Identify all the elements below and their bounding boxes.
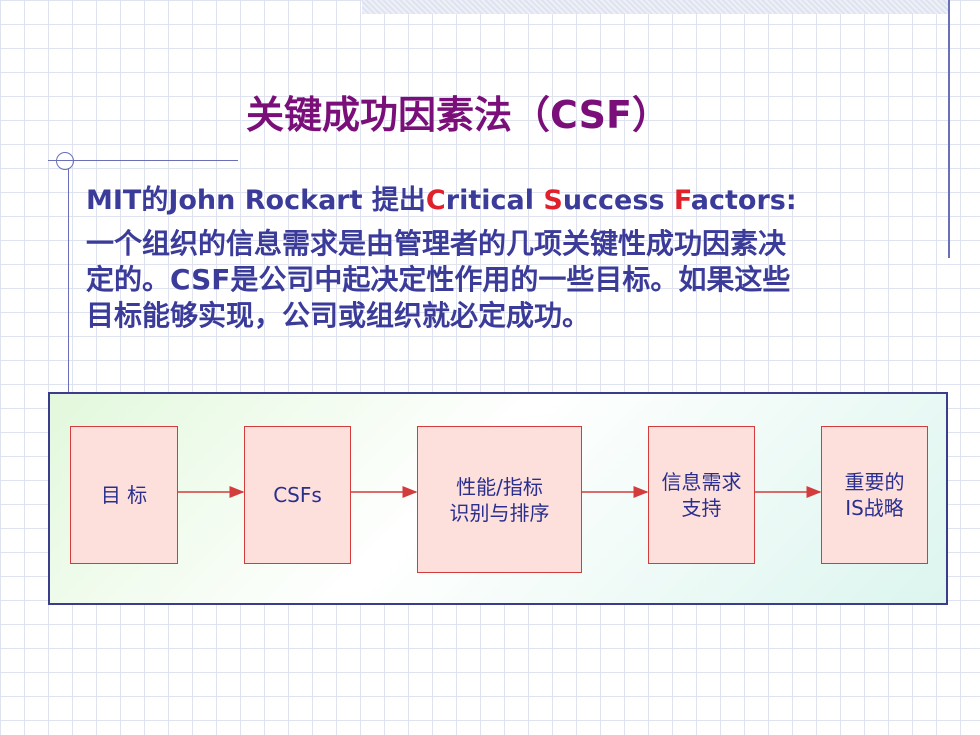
body-line: 目标能够实现，公司或组织就必定成功。 (86, 299, 591, 332)
csf-flow-diagram: 目 标 CSFs 性能/指标 识别与排序 信息需求 支持 重要的 IS战略 (48, 392, 948, 605)
flow-box-info-needs: 信息需求 支持 (648, 426, 755, 564)
intro-prefix: MIT的John Rockart 提出 (86, 185, 426, 216)
crosshair-circle (56, 152, 74, 170)
right-vertical-rule (948, 0, 950, 258)
flow-box-line: 目 标 (100, 483, 148, 507)
top-decoration-strip (362, 0, 948, 14)
flow-box-csfs: CSFs (244, 426, 351, 564)
intro-actors: actors: (690, 185, 797, 216)
slide-title: 关键成功因素法（CSF） (246, 93, 670, 137)
flow-box-is-strategy: 重要的 IS战略 (821, 426, 928, 564)
flow-box-goal: 目 标 (70, 426, 178, 564)
intro-ritical: ritical (445, 185, 544, 216)
intro-s: S (543, 185, 563, 216)
intro-uccess: uccess (562, 185, 674, 216)
body-line: 定的。CSF是公司中起决定性作用的一些目标。如果这些 (86, 263, 791, 296)
flow-box-line: 重要的 (844, 470, 905, 494)
body-paragraph: 一个组织的信息需求是由管理者的几项关键性成功因素决 定的。CSF是公司中起决定性… (86, 226, 926, 334)
flow-box-line: 支持 (681, 496, 722, 520)
flow-box-line: IS战略 (845, 496, 904, 520)
flow-box-line: 性能/指标 (456, 474, 543, 499)
flow-box-line: CSFs (273, 483, 322, 507)
intro-line: MIT的John Rockart 提出Critical Success Fact… (86, 178, 926, 217)
flow-box-line: 信息需求 (661, 470, 742, 494)
body-line: 一个组织的信息需求是由管理者的几项关键性成功因素决 (86, 227, 787, 260)
intro-c: C (425, 185, 446, 216)
flow-box-line: 识别与排序 (449, 500, 550, 525)
horizontal-rule (48, 160, 238, 161)
left-vertical-rule (68, 168, 69, 398)
intro-f: F (673, 185, 691, 216)
flow-box-performance: 性能/指标 识别与排序 (417, 426, 582, 573)
flow-arrows (178, 486, 822, 498)
